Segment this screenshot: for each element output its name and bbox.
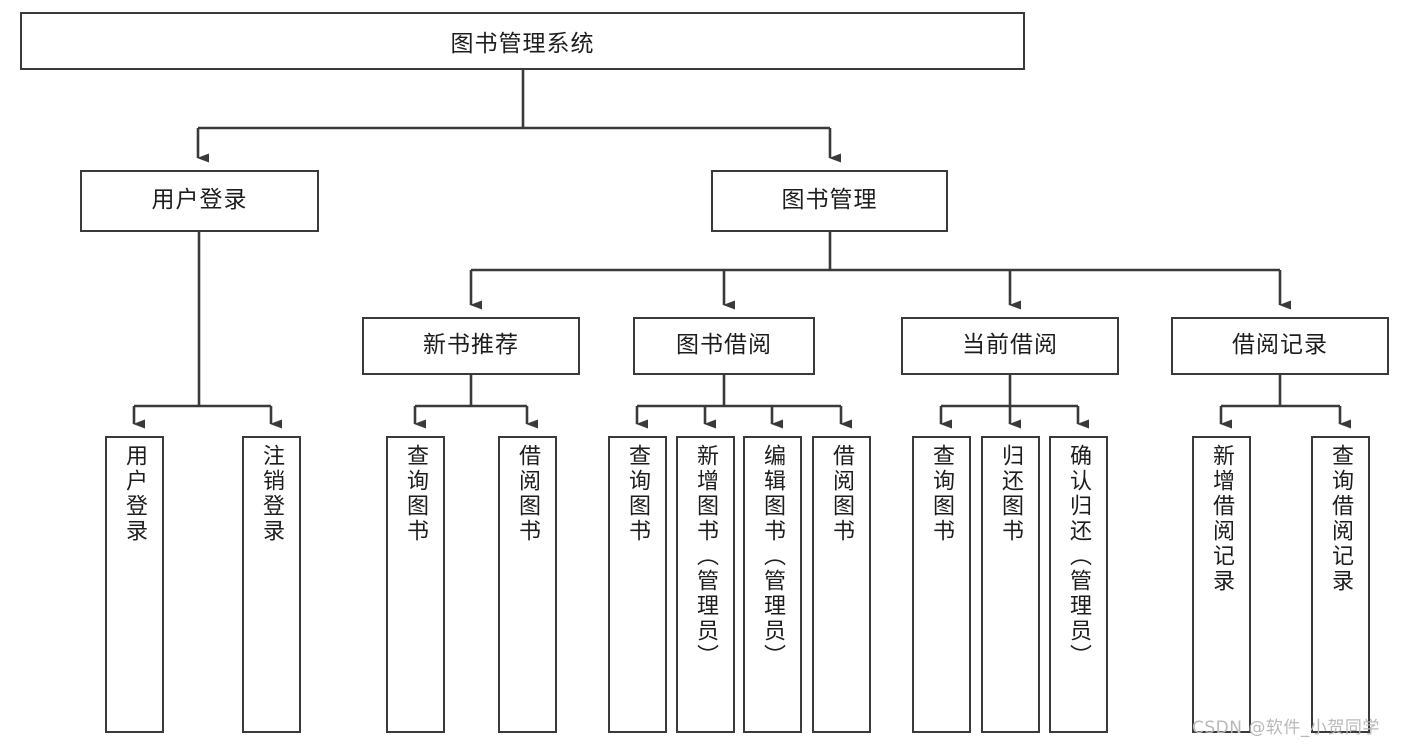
node-book-management[interactable]: 图书管理 (711, 170, 948, 232)
leaf-user-login[interactable]: 用户登录 (105, 436, 164, 733)
node-borrow-record[interactable]: 借阅记录 (1171, 317, 1389, 375)
node-label: 查询借阅记录 (1328, 444, 1354, 594)
csdn-watermark: CSDN @软件_小贺同学 (1192, 718, 1380, 738)
node-label: 编辑图书（管理员） (760, 444, 786, 669)
leaf-borrow-book-borrow[interactable]: 借阅图书 (812, 436, 871, 733)
node-label: 用户登录 (151, 187, 248, 214)
leaf-query-borrow-record[interactable]: 查询借阅记录 (1311, 436, 1370, 733)
node-label: 归还图书 (998, 444, 1024, 544)
node-root-system[interactable]: 图书管理系统 (20, 12, 1025, 70)
node-label: 查询图书 (403, 444, 429, 544)
node-label: 图书管理系统 (450, 31, 595, 57)
node-new-book-recommend[interactable]: 新书推荐 (362, 317, 580, 375)
node-user-login[interactable]: 用户登录 (80, 170, 319, 232)
leaf-query-book-recommend[interactable]: 查询图书 (386, 436, 445, 733)
leaf-edit-book-admin[interactable]: 编辑图书（管理员） (743, 436, 802, 733)
leaf-query-book-borrow[interactable]: 查询图书 (608, 436, 667, 733)
node-label: 查询图书 (625, 444, 651, 544)
node-label: 注销登录 (259, 444, 285, 544)
node-label: 新增图书（管理员） (693, 444, 719, 669)
node-label: 图书借阅 (676, 332, 772, 359)
leaf-query-book-current[interactable]: 查询图书 (912, 436, 971, 733)
node-label: 借阅记录 (1232, 332, 1328, 359)
node-label: 新书推荐 (423, 332, 519, 359)
node-label: 当前借阅 (962, 332, 1058, 359)
node-label: 确认归还（管理员） (1066, 444, 1092, 669)
leaf-return-book[interactable]: 归还图书 (981, 436, 1040, 733)
leaf-add-borrow-record[interactable]: 新增借阅记录 (1192, 436, 1251, 733)
node-label: 新增借阅记录 (1209, 444, 1235, 594)
node-label: 借阅图书 (515, 444, 541, 544)
leaf-borrow-book-recommend[interactable]: 借阅图书 (498, 436, 557, 733)
leaf-logout-login[interactable]: 注销登录 (242, 436, 301, 733)
node-label: 用户登录 (122, 444, 148, 544)
leaf-confirm-return-admin[interactable]: 确认归还（管理员） (1049, 436, 1108, 733)
node-book-borrow[interactable]: 图书借阅 (633, 317, 815, 375)
leaf-add-book-admin[interactable]: 新增图书（管理员） (676, 436, 735, 733)
node-label: 借阅图书 (829, 444, 855, 544)
node-current-borrow[interactable]: 当前借阅 (901, 317, 1119, 375)
node-label: 图书管理 (781, 187, 878, 214)
node-label: 查询图书 (929, 444, 955, 544)
